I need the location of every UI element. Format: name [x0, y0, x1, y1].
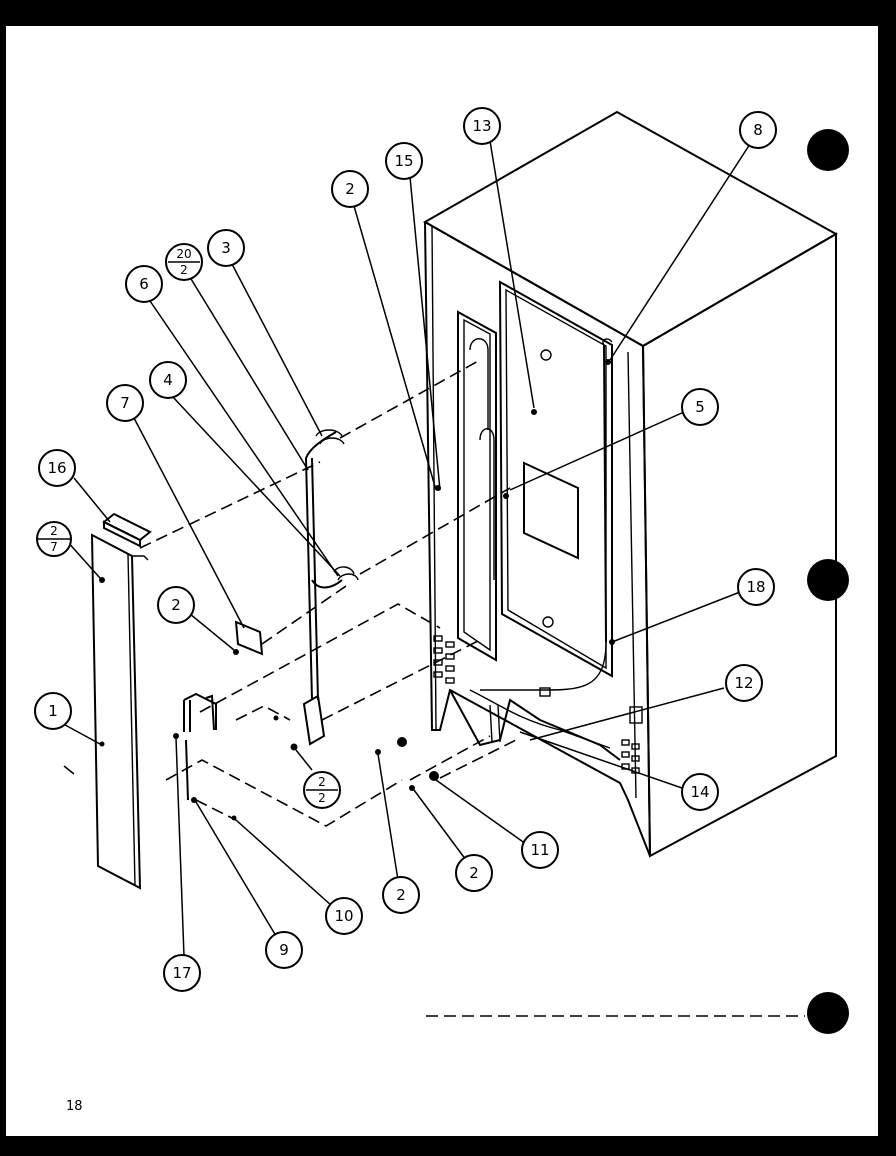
svg-text:4: 4 [163, 371, 173, 389]
svg-text:7: 7 [50, 540, 58, 554]
callout-10: 10 [325, 897, 363, 935]
scan-border-bottom [0, 1136, 896, 1152]
binder-hole-top [807, 129, 849, 171]
svg-text:2: 2 [396, 886, 406, 904]
callout-3: 3 [207, 229, 245, 267]
callout-2-over-2: 2 2 [303, 771, 341, 809]
callout-20-over-2: 20 2 [165, 243, 203, 281]
svg-text:10: 10 [334, 907, 353, 925]
callout-18: 18 [737, 568, 775, 606]
callout-5: 5 [681, 388, 719, 426]
svg-text:16: 16 [47, 459, 66, 477]
callout-14: 14 [681, 773, 719, 811]
svg-text:2: 2 [469, 864, 479, 882]
paper-area [6, 24, 882, 1136]
svg-text:9: 9 [279, 941, 289, 959]
heater-wire-assembly [302, 429, 359, 746]
svg-text:8: 8 [753, 121, 763, 139]
refrigerator-cabinet [422, 110, 839, 858]
svg-text:2: 2 [50, 524, 58, 538]
svg-text:2: 2 [180, 263, 188, 277]
svg-text:5: 5 [695, 398, 705, 416]
callout-2-over-7: 2 7 [36, 521, 72, 557]
scan-border-top [0, 0, 896, 26]
assembly-lines [139, 359, 805, 1017]
callout-6: 6 [125, 265, 163, 303]
callout-2-left: 2 [157, 586, 195, 624]
callout-16: 16 [38, 449, 76, 487]
callout-11: 11 [521, 831, 559, 869]
callout-1: 1 [34, 692, 72, 730]
binder-hole-bottom [807, 992, 849, 1034]
part-16-block [102, 512, 152, 548]
svg-text:11: 11 [530, 841, 549, 859]
callout-4: 4 [149, 361, 187, 399]
scan-border-right [878, 0, 896, 1152]
svg-text:2: 2 [171, 596, 181, 614]
svg-text:12: 12 [734, 674, 753, 692]
side-panel [90, 533, 149, 890]
svg-text:2: 2 [318, 791, 326, 805]
svg-text:7: 7 [120, 394, 130, 412]
svg-text:6: 6 [139, 275, 149, 293]
callout-17: 17 [163, 954, 201, 992]
svg-text:2: 2 [318, 775, 326, 789]
svg-text:15: 15 [394, 152, 413, 170]
svg-text:2: 2 [345, 180, 355, 198]
svg-text:17: 17 [172, 964, 191, 982]
svg-text:3: 3 [221, 239, 231, 257]
part-17-bracket [183, 692, 217, 801]
leader-lines [55, 140, 751, 957]
binder-hole-middle [807, 559, 849, 601]
svg-text:14: 14 [690, 783, 709, 801]
screws [99, 359, 615, 821]
callout-2-bottom-right: 2 [455, 854, 493, 892]
callout-13: 13 [463, 107, 501, 145]
callout-7: 7 [106, 384, 144, 422]
svg-text:18: 18 [746, 578, 765, 596]
svg-text:13: 13 [472, 117, 491, 135]
callout-9: 9 [265, 931, 303, 969]
callout-15: 15 [385, 142, 423, 180]
callout-8: 8 [739, 111, 777, 149]
svg-text:1: 1 [48, 702, 58, 720]
page-number: 18 [66, 1099, 83, 1114]
callout-12: 12 [725, 664, 763, 702]
callout-2-top: 2 [331, 170, 369, 208]
svg-text:20: 20 [176, 247, 191, 261]
callout-2-bottom: 2 [382, 876, 420, 914]
part-7-bracket [234, 620, 264, 656]
